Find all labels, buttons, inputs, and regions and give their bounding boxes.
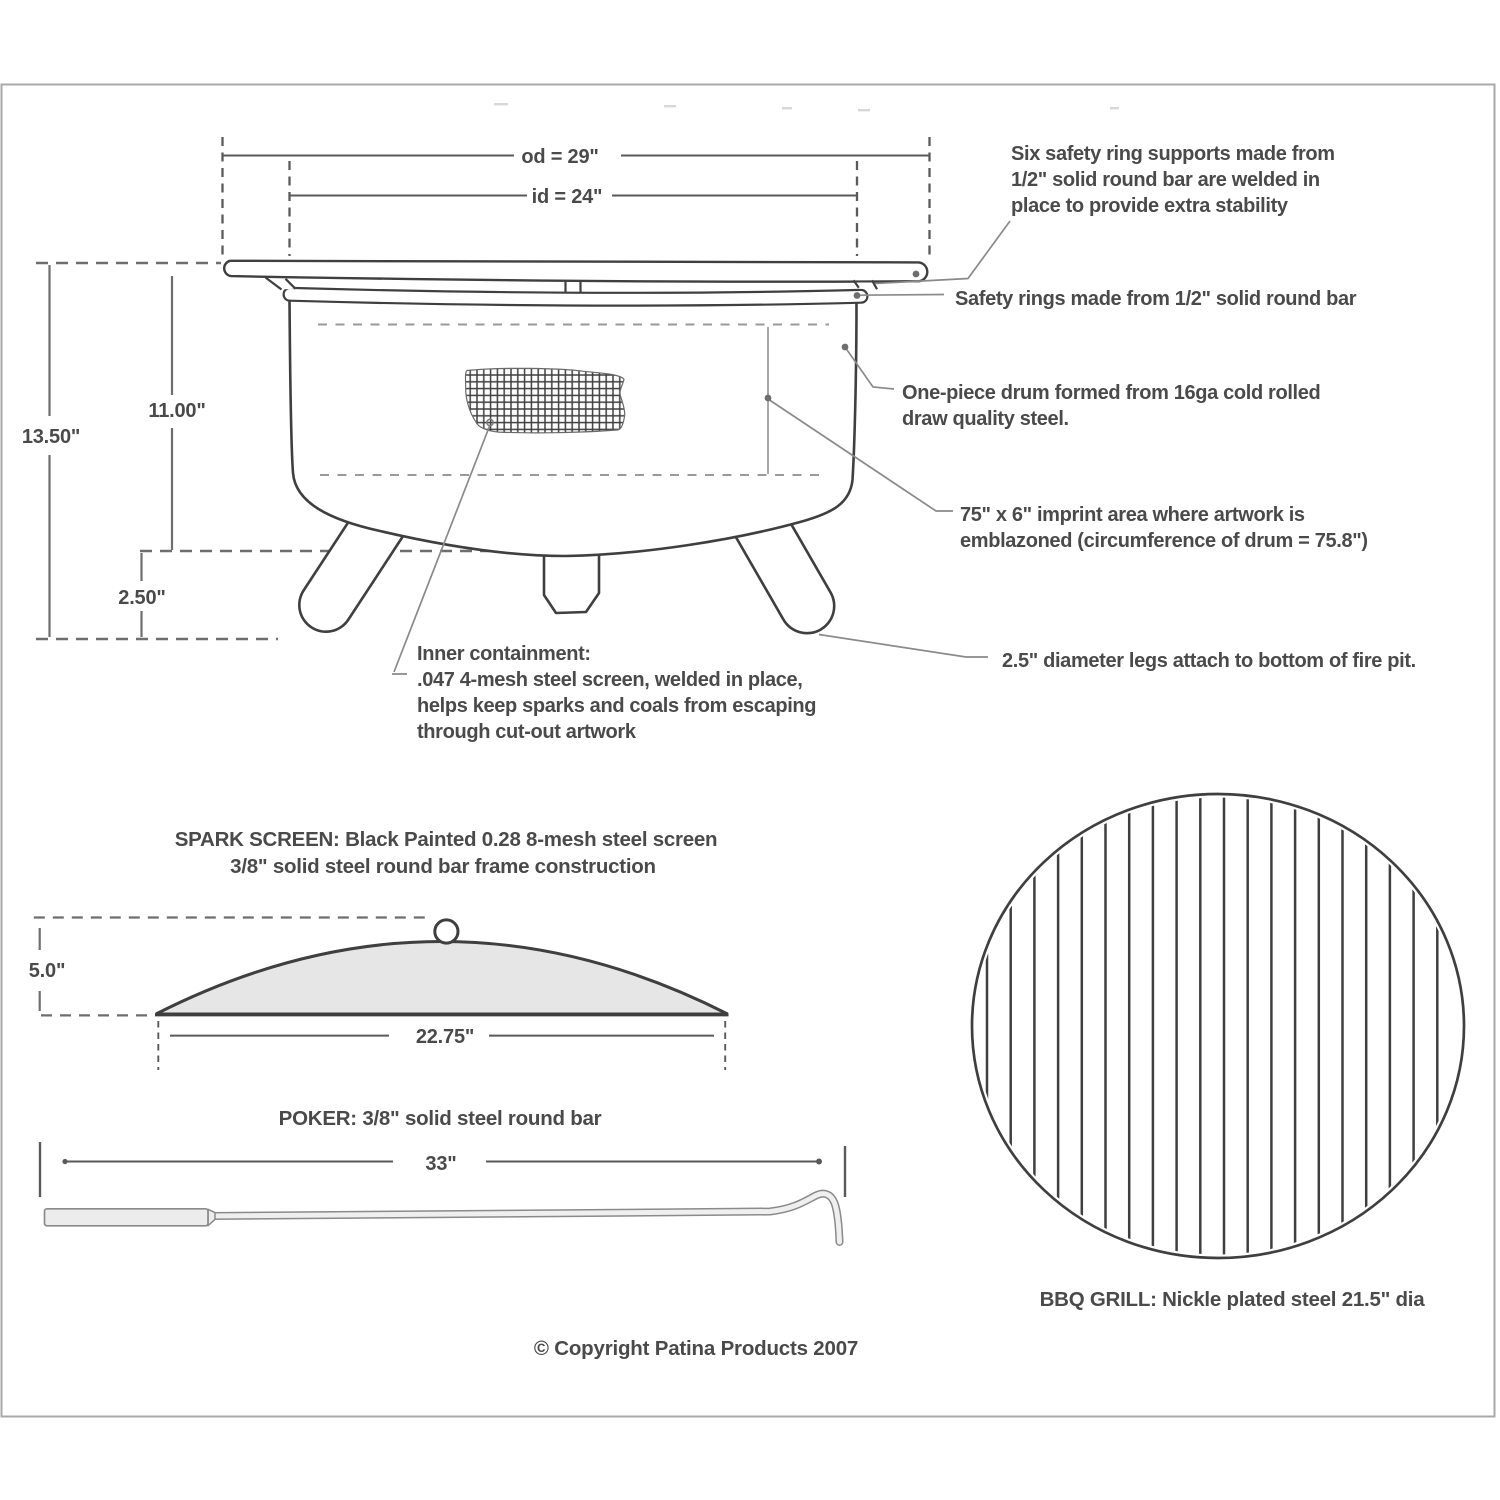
svg-text:2.5" diameter legs attach to b: 2.5" diameter legs attach to bottom of f…: [1002, 650, 1416, 672]
svg-text:© Copyright Patina Products 20: © Copyright Patina Products 2007: [534, 1337, 858, 1360]
svg-text:SPARK SCREEN: Black Painted 0: SPARK SCREEN: Black Painted 0.28 8-mesh …: [175, 828, 718, 851]
svg-text:through cut-out artwork: through cut-out artwork: [417, 721, 637, 743]
svg-text:helps keep sparks and coals fr: helps keep sparks and coals from escapin…: [417, 695, 816, 717]
svg-text:22.75": 22.75": [416, 1026, 474, 1048]
svg-text:emblazoned (circumference of d: emblazoned (circumference of drum = 75.8…: [960, 530, 1368, 552]
svg-text:One-piece drum formed from 16g: One-piece drum formed from 16ga cold rol…: [902, 382, 1320, 404]
svg-text:33": 33": [425, 1153, 456, 1175]
svg-text:draw quality steel.: draw quality steel.: [902, 408, 1069, 430]
svg-text:2.50": 2.50": [118, 587, 165, 609]
svg-text:BBQ GRILL: Nickle plated steel: BBQ GRILL: Nickle plated steel 21.5" dia: [1040, 1288, 1426, 1311]
svg-text:3/8" solid steel round bar fra: 3/8" solid steel round bar frame constru…: [230, 855, 656, 878]
svg-text:13.50": 13.50": [22, 426, 80, 448]
svg-text:Inner containment:: Inner containment:: [417, 643, 591, 665]
svg-text:POKER: 3/8" solid steel round: POKER: 3/8" solid steel round bar: [279, 1107, 602, 1130]
svg-text:Safety rings made from 1/2" so: Safety rings made from 1/2" solid round …: [955, 288, 1357, 310]
svg-text:1/2" solid round bar are welde: 1/2" solid round bar are welded in: [1011, 169, 1320, 191]
svg-text:.047 4-mesh steel screen, weld: .047 4-mesh steel screen, welded in plac…: [417, 669, 803, 691]
svg-text:75" x 6" imprint area where ar: 75" x 6" imprint area where artwork is: [960, 504, 1305, 526]
svg-text:od = 29": od = 29": [521, 146, 598, 168]
svg-text:id = 24": id = 24": [532, 186, 603, 208]
svg-text:5.0": 5.0": [29, 960, 66, 982]
svg-text:Six safety ring supports made: Six safety ring supports made from: [1011, 143, 1335, 165]
svg-text:11.00": 11.00": [148, 400, 205, 422]
svg-text:place to provide extra stabili: place to provide extra stability: [1011, 195, 1289, 217]
